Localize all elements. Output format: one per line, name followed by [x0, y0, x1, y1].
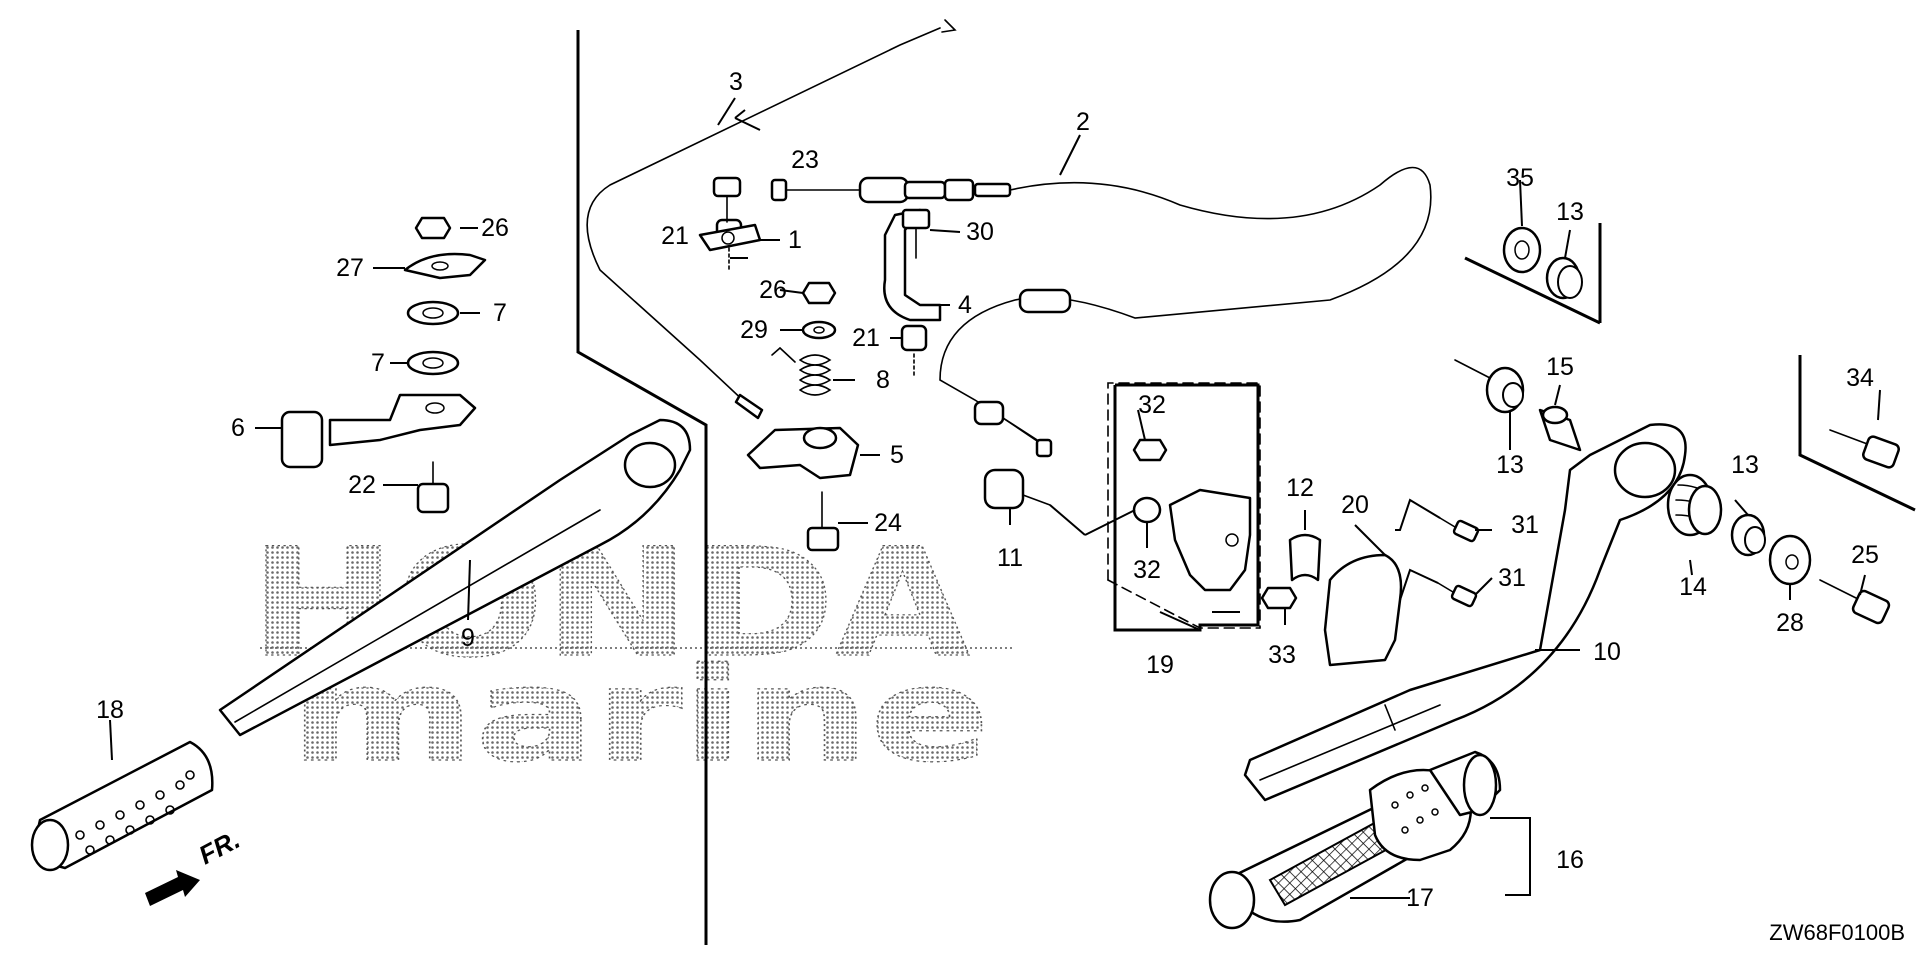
cable-bracket [883, 208, 942, 322]
callout-32b: 32 [1133, 556, 1161, 584]
plate-1 [698, 223, 762, 252]
callout-23: 23 [791, 146, 819, 174]
bolt-25 [1819, 579, 1891, 625]
callout-29: 29 [740, 316, 768, 344]
nut-26a [414, 216, 452, 240]
callout-24: 24 [874, 509, 902, 537]
callout-35: 35 [1506, 164, 1534, 192]
callout-12: 12 [1286, 474, 1314, 502]
nut-26b [801, 281, 837, 305]
spring-8 [771, 347, 832, 396]
bolt-34 [1829, 429, 1900, 469]
callout-13a: 13 [1556, 198, 1584, 226]
plate-27 [403, 252, 487, 280]
washer-7a [406, 300, 460, 326]
diagram-code: ZW68F0100B [1769, 920, 1905, 945]
nut-32a [1132, 438, 1168, 462]
bushing-13a [1545, 256, 1583, 300]
callout-9: 9 [461, 624, 475, 652]
callout-6: 6 [231, 414, 245, 442]
bolt-23 [712, 176, 742, 223]
callout-10: 10 [1593, 638, 1621, 666]
callout-21b: 21 [852, 324, 880, 352]
washer-7b [406, 350, 460, 376]
callout-16: 16 [1556, 846, 1584, 874]
nut-32b [1132, 496, 1162, 524]
callout-28: 28 [1776, 609, 1804, 637]
tiller-handle-9 [218, 418, 692, 737]
shift-cable [770, 166, 1432, 458]
callout-31b: 31 [1498, 564, 1526, 592]
washer-29 [801, 320, 837, 340]
callout-13b: 13 [1496, 451, 1524, 479]
grip-assembly-16 [1208, 750, 1502, 930]
front-arrow: FR. [145, 824, 245, 906]
callout-30: 30 [966, 218, 994, 246]
callout-14: 14 [1679, 573, 1707, 601]
callout-25: 25 [1851, 541, 1879, 569]
nut-33 [1260, 586, 1298, 610]
callout-5: 5 [890, 441, 904, 469]
callout-7b: 7 [371, 349, 385, 377]
leader-lines [109, 97, 1881, 899]
bolt-31b [1437, 582, 1478, 608]
knob-11 [983, 468, 1086, 536]
lever-6 [280, 393, 477, 469]
callout-11: 11 [997, 544, 1023, 572]
collar-15 [1538, 405, 1582, 452]
callout-7a: 7 [493, 299, 507, 327]
callout-18: 18 [96, 696, 124, 724]
bushing-13c [1730, 513, 1766, 557]
callout-34: 34 [1846, 364, 1874, 392]
washer-28 [1768, 534, 1812, 586]
cover-20 [1323, 553, 1403, 667]
callout-3: 3 [729, 68, 743, 96]
group-box-19 [1107, 382, 1261, 629]
callout-labels: 1 2 3 4 5 6 7 7 8 9 10 11 12 13 13 13 14… [96, 68, 1879, 912]
callout-31a: 31 [1511, 511, 1539, 539]
callout-20: 20 [1341, 491, 1369, 519]
shim-12 [1288, 533, 1322, 582]
watermark-line2: marine [290, 639, 990, 791]
drum-5 [746, 426, 860, 480]
bolt-24 [806, 491, 840, 552]
bushing-14 [1666, 473, 1723, 537]
callout-2: 2 [1076, 108, 1090, 136]
section-dividers [576, 30, 1916, 945]
friction-block [1168, 488, 1252, 592]
callout-1: 1 [788, 226, 802, 254]
callout-17: 17 [1406, 884, 1434, 912]
grip-18 [30, 740, 214, 872]
callout-22: 22 [348, 471, 376, 499]
callout-33: 33 [1268, 641, 1296, 669]
watermark: HONDA marine [249, 516, 1015, 792]
tiller-arm-10 [1243, 423, 1687, 802]
throttle-cable [586, 19, 957, 420]
collar-21b [900, 324, 928, 379]
callout-8: 8 [876, 366, 890, 394]
callout-13c: 13 [1731, 451, 1759, 479]
bolt-22 [416, 461, 450, 514]
callout-19: 19 [1146, 651, 1174, 679]
callout-26a: 26 [481, 214, 509, 242]
callout-27: 27 [336, 254, 364, 282]
front-arrow-label: FR. [194, 824, 245, 870]
callout-21a: 21 [661, 222, 689, 250]
bushing-13b [1485, 366, 1525, 414]
callout-32a: 32 [1138, 391, 1166, 419]
bolt-30 [901, 208, 931, 259]
callout-4: 4 [958, 291, 972, 319]
callout-26b: 26 [759, 276, 787, 304]
washer-35 [1502, 226, 1542, 274]
bolt-31a [1439, 517, 1480, 543]
callout-15: 15 [1546, 353, 1574, 381]
